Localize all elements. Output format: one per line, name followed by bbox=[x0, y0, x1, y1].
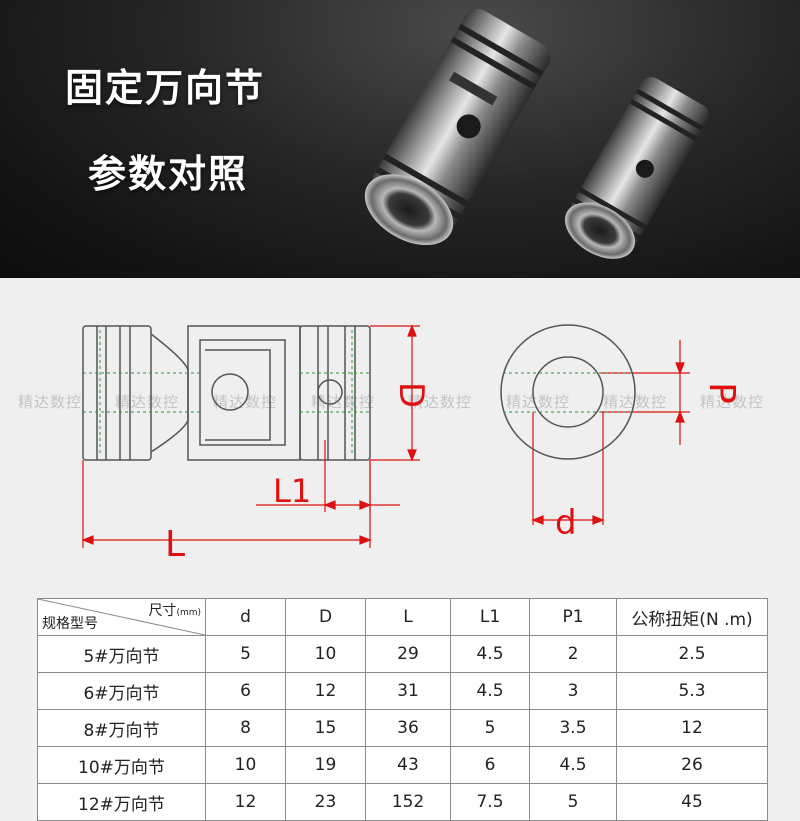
header-torque: 公称扭矩(N .m) bbox=[616, 598, 768, 636]
cell-d: 5 bbox=[205, 635, 286, 673]
cell-torque: 5.3 bbox=[616, 672, 768, 710]
label-L: L bbox=[165, 524, 185, 565]
table-row: 6#万向节 6 12 31 4.5 3 5.3 bbox=[37, 672, 768, 710]
table-row: 5#万向节 5 10 29 4.5 2 2.5 bbox=[37, 635, 768, 673]
cell-d: 6 bbox=[205, 672, 286, 710]
table-header-row: 尺寸(mm) 规格型号 d D L L1 P1 公称扭矩(N .m) bbox=[37, 598, 768, 636]
hero-banner: 固定万向节 参数对照 bbox=[0, 0, 800, 278]
dimension-lines bbox=[81, 324, 690, 548]
cell-P1: 4.5 bbox=[529, 746, 617, 784]
technical-drawing: 精达数控 精达数控 精达数控 精达数控 精达数控 精达数控 精达数控 精达数控 bbox=[18, 324, 764, 565]
hidden-lines bbox=[83, 330, 370, 455]
cell-L: 152 bbox=[365, 783, 451, 821]
cell-L1: 5 bbox=[450, 709, 530, 747]
header-L1: L1 bbox=[450, 598, 530, 636]
label-P: P bbox=[701, 382, 742, 404]
cell-L: 31 bbox=[365, 672, 451, 710]
table-row: 10#万向节 10 19 43 6 4.5 26 bbox=[37, 746, 768, 784]
cell-P1: 5 bbox=[529, 783, 617, 821]
label-D: D bbox=[391, 382, 431, 408]
cell-model: 5#万向节 bbox=[37, 635, 206, 673]
cell-model: 8#万向节 bbox=[37, 709, 206, 747]
cell-d: 10 bbox=[205, 746, 286, 784]
cell-L: 29 bbox=[365, 635, 451, 673]
corner-size-label: 尺寸 bbox=[148, 603, 177, 619]
svg-text:精达数控: 精达数控 bbox=[311, 393, 375, 411]
cell-torque: 26 bbox=[616, 746, 768, 784]
corner-unit-label: (mm) bbox=[176, 608, 201, 618]
cell-P1: 3 bbox=[529, 672, 617, 710]
cell-P1: 3.5 bbox=[529, 709, 617, 747]
cell-L1: 6 bbox=[450, 746, 530, 784]
header-P1: P1 bbox=[529, 598, 617, 636]
cell-L1: 4.5 bbox=[450, 672, 530, 710]
svg-text:精达数控: 精达数控 bbox=[115, 393, 179, 411]
cell-d: 12 bbox=[205, 783, 286, 821]
cell-model: 6#万向节 bbox=[37, 672, 206, 710]
cell-D: 19 bbox=[285, 746, 366, 784]
hero-subtitle: 参数对照 bbox=[88, 152, 249, 196]
label-d: d bbox=[555, 503, 577, 543]
cell-D: 15 bbox=[285, 709, 366, 747]
cell-torque: 45 bbox=[616, 783, 768, 821]
svg-text:精达数控: 精达数控 bbox=[18, 393, 82, 411]
header-d: d bbox=[205, 598, 286, 636]
cell-D: 10 bbox=[285, 635, 366, 673]
large-coupling-image bbox=[364, 8, 551, 246]
label-L1: L1 bbox=[273, 472, 311, 510]
end-view bbox=[500, 324, 636, 460]
product-photo bbox=[364, 8, 709, 259]
svg-text:精达数控: 精达数控 bbox=[506, 393, 570, 411]
side-view bbox=[82, 325, 371, 461]
spec-table: 尺寸(mm) 规格型号 d D L L1 P1 公称扭矩(N .m) 5#万向节… bbox=[37, 598, 768, 821]
cell-L: 43 bbox=[365, 746, 451, 784]
hero-title: 固定万向节 bbox=[65, 66, 266, 110]
small-coupling-image bbox=[564, 77, 709, 259]
cell-L1: 4.5 bbox=[450, 635, 530, 673]
cell-D: 23 bbox=[285, 783, 366, 821]
header-corner: 尺寸(mm) 规格型号 bbox=[37, 598, 206, 636]
table-row: 8#万向节 8 15 36 5 3.5 12 bbox=[37, 709, 768, 747]
svg-text:精达数控: 精达数控 bbox=[408, 393, 472, 411]
table-row: 12#万向节 12 23 152 7.5 5 45 bbox=[37, 783, 768, 821]
watermark-row: 精达数控 精达数控 精达数控 精达数控 精达数控 精达数控 精达数控 精达数控 bbox=[18, 393, 764, 411]
corner-model-label: 规格型号 bbox=[42, 616, 98, 632]
cell-P1: 2 bbox=[529, 635, 617, 673]
header-D: D bbox=[285, 598, 366, 636]
cell-torque: 2.5 bbox=[616, 635, 768, 673]
cell-torque: 12 bbox=[616, 709, 768, 747]
cell-L: 36 bbox=[365, 709, 451, 747]
cell-model: 10#万向节 bbox=[37, 746, 206, 784]
cell-model: 12#万向节 bbox=[37, 783, 206, 821]
svg-text:精达数控: 精达数控 bbox=[700, 393, 764, 411]
cell-D: 12 bbox=[285, 672, 366, 710]
cell-L1: 7.5 bbox=[450, 783, 530, 821]
header-L: L bbox=[365, 598, 451, 636]
cell-d: 8 bbox=[205, 709, 286, 747]
